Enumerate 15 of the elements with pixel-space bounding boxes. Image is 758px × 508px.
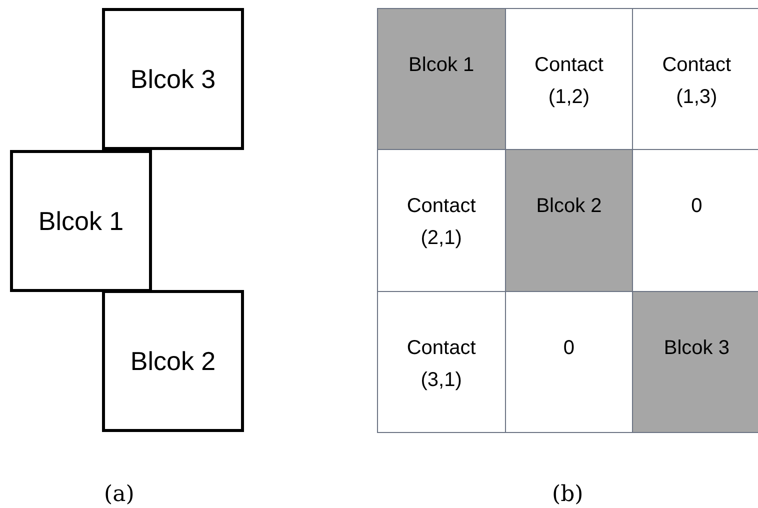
block-label: Blcok 1 bbox=[38, 204, 124, 238]
table-cell: 0 bbox=[506, 292, 634, 433]
block-square bbox=[10, 150, 152, 292]
table-cell: Contact (2,1) bbox=[378, 150, 506, 292]
shaded-table-cell: Blcok 2 bbox=[506, 150, 634, 292]
table-cell: Contact (3,1) bbox=[378, 292, 506, 433]
shaded-table-cell: Blcok 1 bbox=[378, 9, 506, 150]
block-label: Blcok 2 bbox=[130, 344, 216, 378]
subfigure-caption: (a) bbox=[104, 481, 134, 508]
subfigure-caption: (b) bbox=[552, 481, 584, 508]
block-square bbox=[102, 290, 244, 432]
block-label: Blcok 3 bbox=[130, 62, 216, 96]
block-square bbox=[102, 8, 244, 150]
table-cell: Contact (1,2) bbox=[506, 9, 634, 150]
shaded-table-cell: Blcok 3 bbox=[633, 292, 758, 433]
